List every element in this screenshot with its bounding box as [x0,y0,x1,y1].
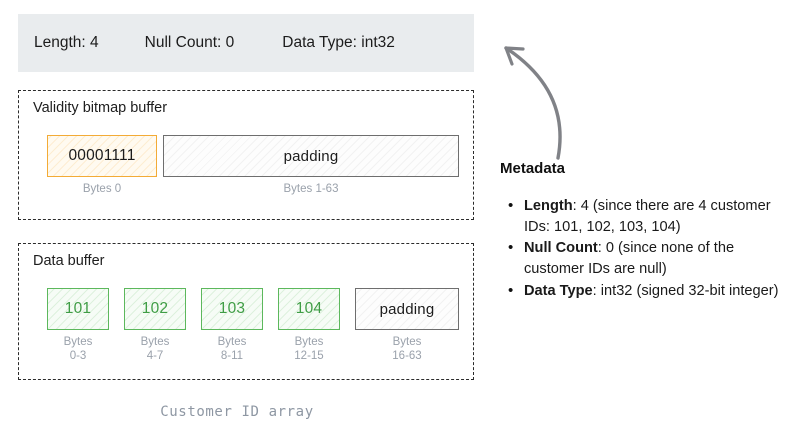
data-value-box-104: 104 [278,288,340,330]
data-cell-0-caption: Bytes 0-3 [63,336,93,362]
metadata-bullet-null-count-term: Null Count [524,240,598,257]
metadata-bullet-data-type-text: : int32 (signed 32-bit integer) [592,282,779,299]
validity-padding-slot: padding Bytes 1-63 [163,135,459,197]
data-value-box-101: 101 [47,288,109,330]
data-value-box-103: 103 [201,288,263,330]
data-cell-1-slot: 102 Bytes 4-7 [124,288,186,363]
data-padding-slot: padding Bytes 16-63 [355,288,459,363]
data-cell-2-slot: 103 Bytes 8-11 [201,288,263,363]
data-cell-0-slot: 101 Bytes 0-3 [47,288,109,363]
validity-padding-caption: Bytes 1-63 [283,183,339,195]
data-padding-caption: Bytes 16-63 [392,336,422,362]
metadata-bullet-length-term: Length [524,198,573,214]
metadata-bullet-length-text: : 4 (since there are 4 customer IDs: 101… [524,198,771,235]
data-buffer-group: Data buffer 101 Bytes 0-3 102 Bytes 4-7 … [18,243,474,380]
data-buffer-title: Data buffer [33,253,105,269]
data-cell-3-caption: Bytes 12-15 [294,336,324,362]
data-padding-box: padding [355,288,459,330]
metadata-bullet-list: Length: 4 (since there are 4 customer ID… [507,195,797,303]
validity-bitmap-buffer-group: Validity bitmap buffer 00001111 Bytes 0 … [18,90,474,220]
metadata-bullet-length: Length: 4 (since there are 4 customer ID… [507,195,797,237]
metadata-length-value: Length: 4 [34,34,99,51]
data-cell-2-caption: Bytes 8-11 [217,336,247,362]
data-value-box-102: 102 [124,288,186,330]
validity-padding-box: padding [163,135,459,177]
metadata-bullet-data-type: Data Type: int32 (signed 32-bit integer) [507,280,797,302]
validity-byte-0-caption: Bytes 0 [82,183,122,195]
validity-byte-0-slot: 00001111 Bytes 0 [47,135,157,197]
metadata-bullet-null-count-text: : 0 (since none of the customer IDs are … [524,240,735,278]
array-caption-label: Customer ID array [160,404,314,420]
data-cell-1-caption: Bytes 4-7 [140,336,170,362]
metadata-bullet-null-count: Null Count: 0 (since none of the custome… [507,237,797,279]
validity-bitmap-value-box: 00001111 [47,135,157,177]
array-metadata-strip: Length: 4 Null Count: 0 Data Type: int32 [18,14,474,72]
validity-bitmap-buffer-title: Validity bitmap buffer [33,100,168,116]
data-cell-3-slot: 104 Bytes 12-15 [278,288,340,363]
metadata-heading: Metadata [500,160,566,177]
curved-arrow-icon [504,46,562,160]
metadata-null-count-value: Null Count: 0 [144,34,235,51]
metadata-data-type-value: Data Type: int32 [282,34,395,51]
metadata-bullet-data-type-term: Data Type [524,282,593,299]
